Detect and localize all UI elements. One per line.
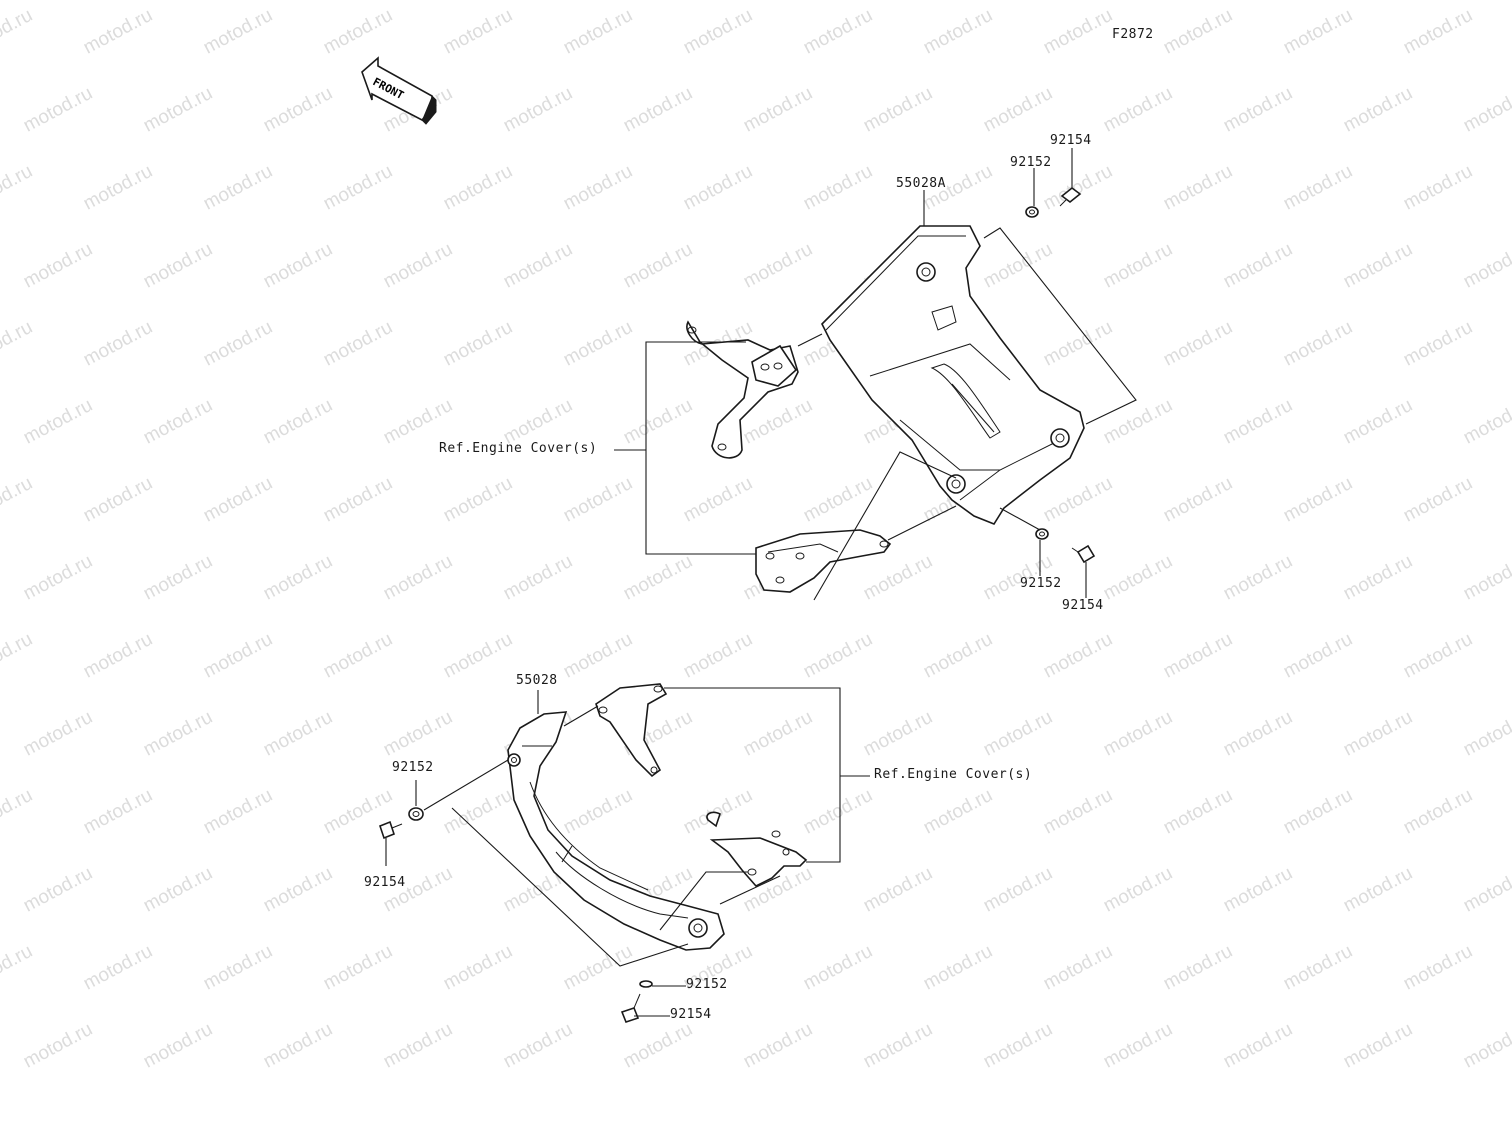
washer-top-icon — [1025, 206, 1039, 218]
label-washer-left: 92152 — [392, 760, 434, 775]
upper-leader-lines — [614, 148, 1137, 601]
lower-bracket-upper — [595, 683, 668, 778]
upper-bracket-lower — [755, 529, 892, 593]
cover-55028a — [821, 225, 1085, 525]
label-ref-engine-cover-upper: Ref.Engine Cover(s) — [439, 441, 598, 456]
label-washer-mid: 92152 — [1020, 576, 1062, 591]
label-bolt-bottom: 92154 — [670, 1007, 712, 1022]
lower-leader-lines — [385, 687, 870, 1017]
cover-55028 — [507, 711, 725, 951]
washer-bottom-icon — [639, 980, 653, 988]
washer-left-icon — [408, 807, 424, 821]
bolt-top-icon — [1059, 186, 1082, 207]
figure-code: F2872 — [1112, 27, 1154, 42]
label-bolt-left: 92154 — [364, 875, 406, 890]
label-ref-engine-cover-lower: Ref.Engine Cover(s) — [874, 767, 1033, 782]
washer-mid-icon — [1035, 528, 1049, 540]
bolt-left-icon — [379, 820, 403, 840]
upper-bracket-left — [686, 320, 799, 459]
front-arrow-icon: FRONT — [361, 56, 437, 125]
label-bolt-top: 92154 — [1050, 133, 1092, 148]
lower-bracket-lower — [706, 811, 808, 887]
label-bolt-mid: 92154 — [1062, 598, 1104, 613]
label-washer-top: 92152 — [1010, 155, 1052, 170]
label-cover-55028: 55028 — [516, 673, 558, 688]
label-cover-55028a: 55028A — [896, 176, 946, 191]
bolt-mid-icon — [1071, 544, 1096, 564]
bolt-bottom-icon — [620, 993, 641, 1023]
label-washer-bottom: 92152 — [686, 977, 728, 992]
